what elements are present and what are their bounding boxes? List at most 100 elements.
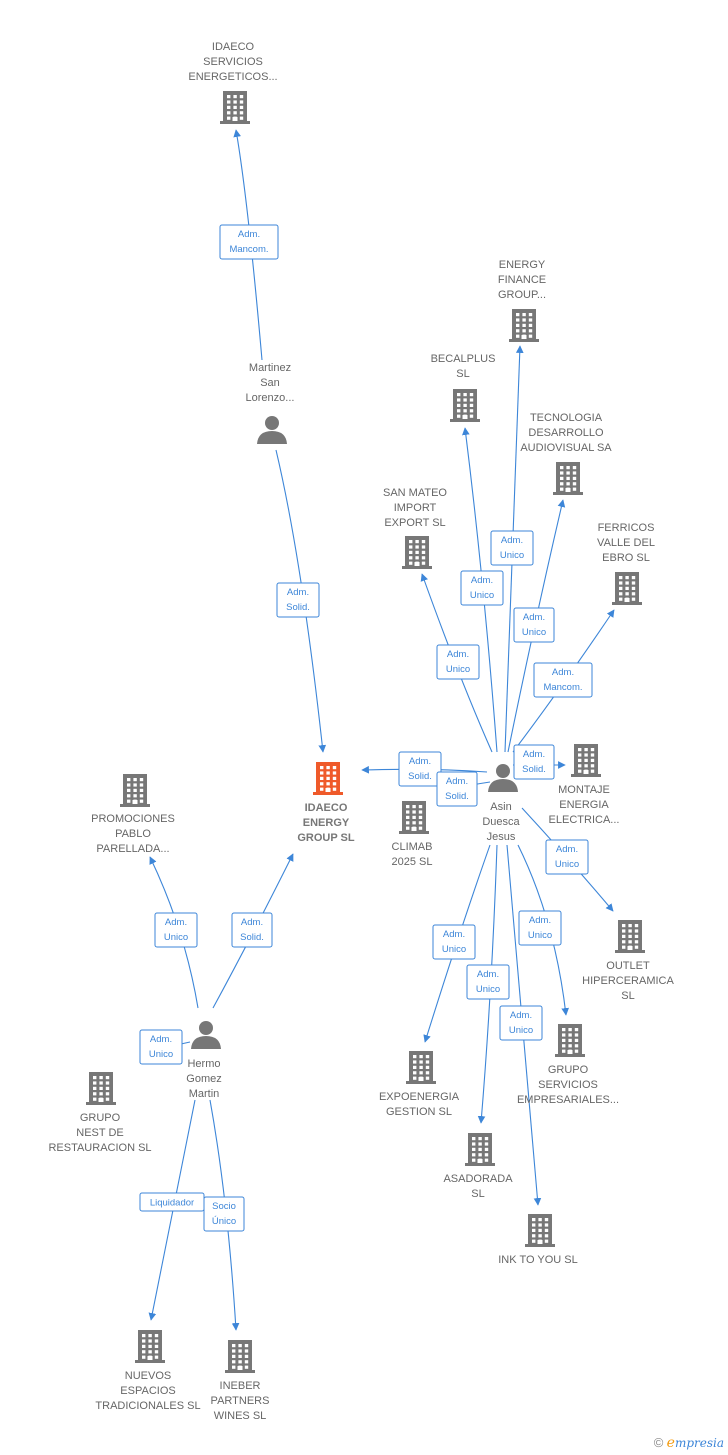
role-badge-e8[interactable]: Adm.Solid. (513, 744, 555, 780)
node-grupo-servicios[interactable]: GRUPOSERVICIOSEMPRESARIALES... (517, 1024, 619, 1106)
role-label: Socio (212, 1201, 236, 1212)
node-label: Martin (189, 1088, 220, 1100)
role-badge-e3[interactable]: Adm.Unico (490, 530, 534, 566)
role-label: Adm. (556, 844, 578, 855)
copyright-symbol: © (653, 1435, 664, 1450)
person-icon (191, 1021, 221, 1049)
node-label: GESTION SL (386, 1106, 452, 1118)
node-label: HIPERCERAMICA (582, 975, 674, 987)
role-label: Adm. (471, 575, 493, 586)
node-label: FERRICOS (598, 522, 655, 534)
person-icon (257, 416, 287, 444)
building-icon (553, 462, 583, 495)
role-badge-e11[interactable]: Adm.Unico (545, 839, 589, 875)
node-label: FINANCE (498, 274, 546, 286)
role-badge-e19[interactable]: Liquidador (139, 1192, 205, 1212)
node-label: PARELLADA... (96, 843, 169, 855)
role-badge-e6[interactable]: Adm.Unico (436, 644, 480, 680)
node-martinez[interactable]: MartinezSanLorenzo... (246, 362, 295, 444)
building-icon (86, 1072, 116, 1105)
node-ink[interactable]: INK TO YOU SL (498, 1214, 578, 1266)
role-badge-e17[interactable]: Adm.Solid. (231, 912, 273, 948)
role-label: Adm. (510, 1010, 532, 1021)
role-badge-e18[interactable]: Adm.Unico (139, 1029, 183, 1065)
node-label: SL (621, 990, 634, 1002)
role-layer: Adm.Mancom.Adm.Solid.Adm.UnicoAdm.UnicoA… (139, 224, 593, 1232)
role-badge-e9[interactable]: Adm.Solid. (398, 751, 442, 787)
node-promociones[interactable]: PROMOCIONESPABLOPARELLADA... (91, 774, 175, 855)
node-label: INK TO YOU SL (498, 1254, 577, 1266)
node-label: RESTAURACION SL (48, 1142, 151, 1154)
brand-footer[interactable]: © empresia (654, 1435, 724, 1451)
role-label: Liquidador (150, 1198, 194, 1209)
building-icon (525, 1214, 555, 1247)
node-label: 2025 SL (392, 856, 433, 868)
building-icon (509, 309, 539, 342)
building-icon (571, 744, 601, 777)
building-icon (225, 1340, 255, 1373)
brand-logo-text: mpresia (674, 1436, 724, 1450)
role-badge-e16[interactable]: Adm. Unico (154, 912, 198, 948)
role-label: Unico (149, 1049, 173, 1060)
node-label: GROUP SL (297, 832, 355, 844)
building-icon (406, 1051, 436, 1084)
node-label: INEBER (220, 1380, 261, 1392)
role-badge-e10[interactable]: Adm. Solid. (436, 771, 478, 807)
role-label: Unico (164, 932, 188, 943)
node-label: GRUPO (80, 1112, 121, 1124)
role-badge-e4[interactable]: Adm.Unico (460, 570, 504, 606)
role-label: Solid. (445, 791, 469, 802)
edge-martinez-to-idaeco-energy (275, 449, 327, 753)
role-label: Adm. (523, 612, 545, 623)
node-label: EXPORT SL (384, 517, 445, 529)
role-label: Único (212, 1216, 236, 1227)
role-label: Adm. (165, 917, 187, 928)
role-badge-e14[interactable]: Adm.Unico (466, 964, 510, 1000)
node-label: ASADORADA (443, 1173, 513, 1185)
node-label: WINES SL (214, 1410, 267, 1422)
role-badge-e13[interactable]: Adm.Unico (432, 924, 476, 960)
building-icon (612, 572, 642, 605)
role-badge-e2[interactable]: Adm.Solid. (276, 582, 320, 618)
building-icon (399, 801, 429, 834)
role-label: Adm. (238, 229, 260, 240)
person-icon (488, 764, 518, 792)
edge-martinez-to-idaeco-servicios (233, 129, 263, 361)
node-montaje[interactable]: MONTAJEENERGIAELECTRICA... (549, 744, 620, 826)
role-label: Adm. (409, 756, 431, 767)
role-badge-e12[interactable]: Adm.Unico (518, 910, 562, 946)
role-label: Unico (442, 944, 466, 955)
node-label: ENERGIA (559, 799, 609, 811)
role-badge-e7[interactable]: Adm.Mancom. (533, 662, 593, 698)
node-energy-finance[interactable]: ENERGYFINANCEGROUP... (498, 259, 546, 342)
node-label: ENERGY (303, 817, 350, 829)
role-badge-e5[interactable]: Adm.Unico (513, 607, 555, 643)
role-badge-e15[interactable]: Adm.Unico (499, 1005, 543, 1041)
role-badge-e1[interactable]: Adm.Mancom. (219, 224, 279, 260)
node-label: Hermo (187, 1058, 220, 1070)
building-icon (465, 1133, 495, 1166)
node-label: EBRO SL (602, 552, 650, 564)
role-label: Adm. (287, 587, 309, 598)
node-idaeco-servicios[interactable]: IDAECOSERVICIOSENERGETICOS... (188, 41, 278, 124)
building-icon (220, 91, 250, 124)
node-label: MONTAJE (558, 784, 610, 796)
role-label: Adm. (446, 776, 468, 787)
